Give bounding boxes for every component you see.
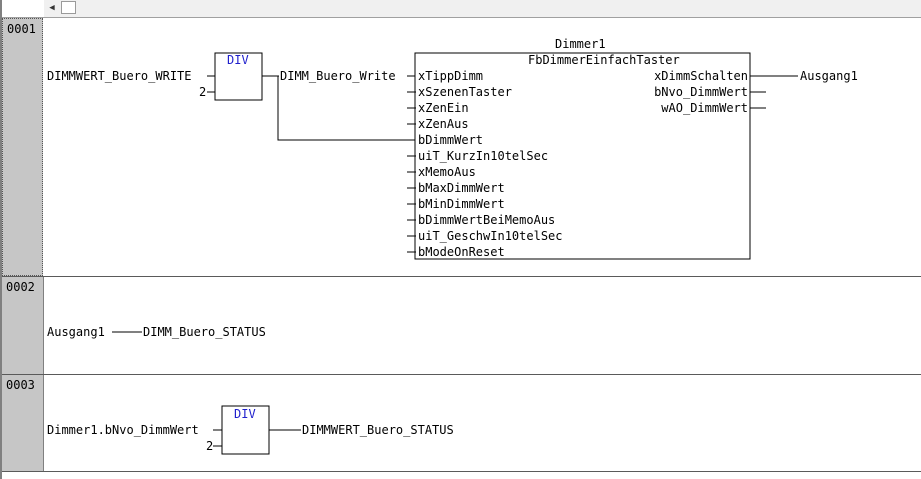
fb-input-pin: bMaxDimmWert bbox=[418, 181, 505, 195]
network-number: 0003 bbox=[6, 378, 35, 392]
div-block[interactable] bbox=[221, 405, 270, 455]
fb-output-pin: bNvo_DimmWert bbox=[654, 85, 748, 99]
div-input-2[interactable]: 2 bbox=[199, 85, 206, 99]
div-input-2[interactable]: 2 bbox=[206, 439, 213, 453]
fb-input-pin: xSzenenTaster bbox=[418, 85, 512, 99]
fb-input-pin: xZenAus bbox=[418, 117, 469, 131]
fb-input-pin: bModeOnReset bbox=[418, 245, 505, 259]
editor-left-border bbox=[0, 0, 2, 479]
fb-instance-name[interactable]: Dimmer1 bbox=[555, 37, 606, 51]
fb-input-pin: uiT_KurzIn10telSec bbox=[418, 149, 548, 163]
fb-input-pin: bDimmWert bbox=[418, 133, 483, 147]
network-number: 0001 bbox=[7, 22, 36, 36]
assign-source[interactable]: Ausgang1 bbox=[47, 325, 105, 339]
fb-input-pin: uiT_GeschwIn10telSec bbox=[418, 229, 563, 243]
div-block-name: DIV bbox=[234, 407, 256, 421]
network-0003[interactable]: 0003 DIV Dimmer1.bNvo_DimmWert 2 DIMMWER… bbox=[0, 375, 921, 472]
fb-output-target[interactable]: Ausgang1 bbox=[800, 69, 858, 83]
div-block-name: DIV bbox=[227, 53, 249, 67]
network-0003-diagram: DIV Dimmer1.bNvo_DimmWert 2 DIMMWERT_Bue… bbox=[47, 405, 454, 455]
fb-output-pin: wAO_DimmWert bbox=[661, 101, 748, 115]
fb-output-pin: xDimmSchalten bbox=[654, 69, 748, 83]
fb-input-pin: bDimmWertBeiMemoAus bbox=[418, 213, 555, 227]
fb-outputs: xDimmSchalten bNvo_DimmWert wAO_DimmWert… bbox=[654, 69, 858, 115]
network-0001[interactable]: 0001 DIV DIMMWERT_Buero_WRITE 2 DIMM_Bue… bbox=[0, 18, 921, 277]
div-output[interactable]: DIMM_Buero_Write bbox=[280, 69, 396, 83]
div-input-1[interactable]: DIMMWERT_Buero_WRITE bbox=[47, 69, 192, 83]
scroll-left-arrow-icon[interactable]: ◀ bbox=[49, 3, 55, 13]
network-0001-diagram: DIV DIMMWERT_Buero_WRITE 2 DIMM_Buero_Wr… bbox=[47, 37, 858, 260]
fb-input-pin: xTippDimm bbox=[418, 69, 483, 83]
network-number: 0002 bbox=[6, 280, 35, 294]
div-output[interactable]: DIMMWERT_Buero_STATUS bbox=[302, 423, 454, 437]
div-block[interactable] bbox=[214, 52, 263, 101]
network-0002-diagram: Ausgang1 DIMM_Buero_STATUS bbox=[47, 325, 266, 339]
horizontal-scrollbar[interactable]: ◀ bbox=[0, 0, 921, 18]
network-gutter[interactable]: 0002 bbox=[2, 277, 44, 374]
network-0002[interactable]: 0002 Ausgang1 DIMM_Buero_STATUS bbox=[0, 277, 921, 375]
scrollbar-thumb[interactable] bbox=[61, 1, 76, 14]
div-input-1[interactable]: Dimmer1.bNvo_DimmWert bbox=[47, 423, 199, 437]
fb-input-pin: bMinDimmWert bbox=[418, 197, 505, 211]
network-gutter[interactable]: 0003 bbox=[2, 375, 44, 471]
fb-input-pin: xMemoAus bbox=[418, 165, 476, 179]
assign-target[interactable]: DIMM_Buero_STATUS bbox=[143, 325, 266, 339]
fb-type-name: FbDimmerEinfachTaster bbox=[528, 53, 680, 67]
scrollbar-corner bbox=[0, 0, 44, 17]
network-gutter[interactable]: 0001 bbox=[2, 18, 43, 276]
fb-input-pin: xZenEin bbox=[418, 101, 469, 115]
fb-inputs: xTippDimm xSzenenTaster xZenEin xZenAus … bbox=[407, 69, 563, 259]
